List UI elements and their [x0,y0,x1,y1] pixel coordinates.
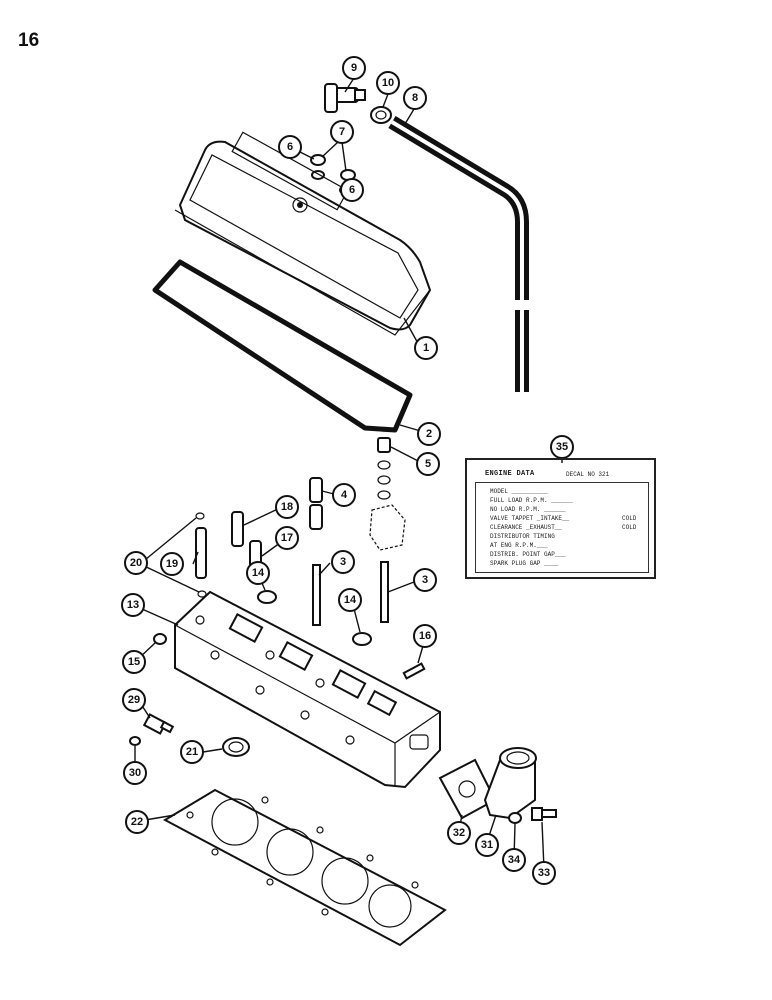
decal-line-distributor-timing: DISTRIBUTOR TIMING [490,533,555,540]
callout-13: 13 [121,593,145,617]
callout-9: 9 [342,56,366,80]
svg-text:30: 30 [129,767,141,779]
svg-text:8: 8 [412,92,418,104]
callout-17: 17 [275,526,299,550]
engine-data-decal: ENGINE DATA DECAL NO 321 MODEL _________… [465,458,656,579]
callout-4: 4 [332,483,356,507]
svg-text:3: 3 [340,556,346,568]
elbow-fitting [324,83,366,113]
callout-14-right: 14 [338,588,362,612]
svg-text:15: 15 [128,656,140,668]
svg-text:33: 33 [538,867,550,879]
callout-3-left: 3 [331,550,355,574]
svg-text:29: 29 [128,694,140,706]
valve-rocker-cover [174,131,432,336]
callout-8: 8 [403,86,427,110]
svg-text:7: 7 [339,126,345,138]
svg-text:21: 21 [186,746,198,758]
callout-16: 16 [413,624,437,648]
callout-35: 35 [550,435,574,459]
cover-gasket [152,259,413,433]
svg-text:34: 34 [508,854,521,866]
expansion-plugs [257,590,372,646]
lock-washer [508,812,522,824]
svg-text:18: 18 [281,501,293,513]
callout-1: 1 [414,336,438,360]
page-number: 16 [18,30,40,51]
svg-text:6: 6 [349,184,355,196]
valve-spring-assembly [369,437,406,551]
svg-text:32: 32 [453,827,465,839]
svg-text:3: 3 [422,574,428,586]
decal-line-no-load: NO LOAD R.P.M. ______ [490,506,566,513]
valve-guides [309,477,323,530]
svg-text:10: 10 [382,77,394,89]
decal-line-model: MODEL __________ [490,488,548,495]
svg-text:2: 2 [426,428,432,440]
decal-line-spark-plug-gap: SPARK PLUG GAP ____ [490,560,559,567]
decal-header: ENGINE DATA [485,470,535,478]
dowel-pin [402,662,426,680]
svg-text:4: 4 [341,489,348,501]
outlet-gasket [438,758,497,820]
hose-clamp [370,106,392,124]
callout-30: 30 [123,761,147,785]
svg-text:14: 14 [344,594,357,606]
svg-text:31: 31 [481,839,493,851]
svg-text:22: 22 [131,816,143,828]
decal-line-point-gap: DISTRIB. POINT GAP___ [490,551,566,558]
callout-3-right: 3 [413,568,437,592]
callout-34: 34 [502,848,526,872]
svg-text:16: 16 [419,630,431,642]
decal-line-clearance-exhaust: CLEARANCE _EXHAUST__ [490,524,563,531]
breather-tube [388,116,529,392]
callout-31: 31 [475,833,499,857]
svg-text:5: 5 [425,458,431,470]
temperature-sender [142,713,175,735]
svg-text:14: 14 [252,567,265,579]
callout-21: 21 [180,740,204,764]
callout-10: 10 [376,71,400,95]
water-outlet-elbow [483,747,537,820]
svg-text:9: 9 [351,62,357,74]
sleeves-and-dowels [195,511,262,598]
callout-22: 22 [125,810,149,834]
callout-33: 33 [532,861,556,885]
decal-data-box: MODEL __________ FULL LOAD R.P.M. ______… [475,482,649,573]
decal-line-at-eng-rpm: AT ENG R.P.M.___ [490,542,548,549]
core-plug [153,633,167,645]
svg-text:6: 6 [287,141,293,153]
cap-screw [531,807,557,821]
callout-7: 7 [330,120,354,144]
callout-15: 15 [122,650,146,674]
callout-20: 20 [124,551,148,575]
callout-5: 5 [416,452,440,476]
head-gasket [162,788,447,947]
sender-nut [129,736,141,746]
callout-14-left: 14 [246,561,270,585]
svg-text:17: 17 [281,532,293,544]
callout-6-upper: 6 [278,135,302,159]
svg-text:1: 1 [423,342,429,354]
svg-text:13: 13 [127,599,139,611]
callout-18: 18 [275,495,299,519]
cylinder-head [174,590,441,789]
callout-6-lower: 6 [340,178,364,202]
callout-2: 2 [417,422,441,446]
callout-32: 32 [447,821,471,845]
callout-19: 19 [160,552,184,576]
svg-text:35: 35 [556,441,568,453]
decal-cold-exhaust: COLD [622,524,637,531]
svg-text:19: 19 [166,558,178,570]
decal-line-tappet-intake: VALVE TAPPET _INTAKE__ [490,515,570,522]
callout-29: 29 [122,688,146,712]
decal-line-full-load: FULL LOAD R.P.M. ______ [490,497,573,504]
seal-ring [222,737,250,757]
svg-text:20: 20 [130,557,142,569]
decal-cold-intake: COLD [622,515,637,522]
decal-number: DECAL NO 321 [566,471,610,478]
